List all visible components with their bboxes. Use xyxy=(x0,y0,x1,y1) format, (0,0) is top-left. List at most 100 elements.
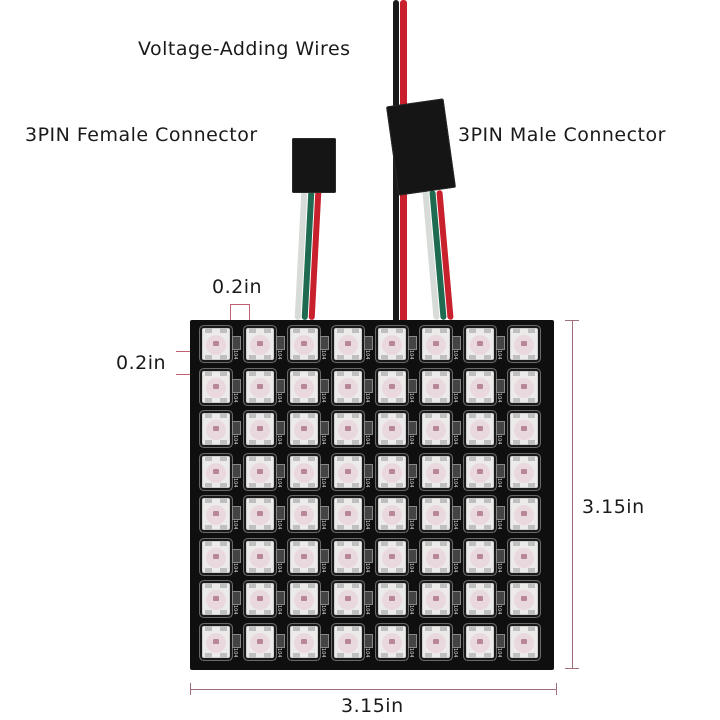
capacitor-marking: 104 xyxy=(452,477,458,488)
led-chip xyxy=(378,583,406,615)
capacitor-marking: 104 xyxy=(452,392,458,403)
capacitor-marking: 104 xyxy=(232,392,238,403)
height-dimension-cap-top xyxy=(565,320,579,321)
capacitor xyxy=(320,548,329,563)
led-chip xyxy=(202,370,230,403)
capacitor-marking: 104 xyxy=(232,605,238,615)
led-chip xyxy=(334,583,362,615)
capacitor xyxy=(276,633,285,648)
led-cell: 104 xyxy=(462,326,506,369)
led-chip xyxy=(290,370,318,403)
capacitor-marking: 104 xyxy=(408,562,414,573)
capacitor-marking: 104 xyxy=(276,435,282,445)
capacitor xyxy=(408,591,417,605)
led-chip xyxy=(246,328,274,360)
capacitor xyxy=(232,463,241,478)
led-chip xyxy=(378,498,406,530)
led-cell: 104 xyxy=(462,496,506,539)
led-chip xyxy=(290,540,318,573)
capacitor xyxy=(408,378,417,393)
led-cell: 104 xyxy=(330,411,374,454)
capacitor xyxy=(320,378,329,393)
led-chip xyxy=(466,413,494,445)
led-cell: 104 xyxy=(198,496,242,539)
led-cell: 104 xyxy=(286,369,330,412)
led-chip xyxy=(466,370,494,403)
capacitor xyxy=(364,463,373,478)
capacitor-marking: 104 xyxy=(452,605,458,615)
led-chip xyxy=(246,413,274,445)
led-cell: 104 xyxy=(198,581,242,624)
led-chip xyxy=(246,625,274,658)
capacitor xyxy=(232,548,241,563)
led-chip xyxy=(422,370,450,403)
led-chip xyxy=(466,455,494,488)
capacitor-marking: 104 xyxy=(496,562,502,573)
led-cell: 104 xyxy=(374,454,418,497)
capacitor xyxy=(408,548,417,563)
capacitor-marking: 104 xyxy=(320,477,326,488)
led-chip xyxy=(290,625,318,658)
led-cell: 104 xyxy=(242,411,286,454)
led-chip xyxy=(334,498,362,530)
led-cell xyxy=(506,581,550,624)
height-label: 3.15in xyxy=(582,496,645,518)
led-chip xyxy=(378,370,406,403)
capacitor-marking: 104 xyxy=(232,520,238,530)
capacitor-marking: 104 xyxy=(276,350,282,360)
led-chip xyxy=(202,413,230,445)
capacitor xyxy=(408,421,417,435)
led-chip xyxy=(466,328,494,360)
capacitor-marking: 104 xyxy=(232,562,238,573)
capacitor-marking: 104 xyxy=(408,605,414,615)
capacitor-marking: 104 xyxy=(496,605,502,615)
capacitor xyxy=(408,463,417,478)
pitch-vertical-label: 0.2in xyxy=(116,352,167,374)
capacitor xyxy=(232,506,241,520)
capacitor-marking: 104 xyxy=(496,350,502,360)
led-cell: 104 xyxy=(330,539,374,582)
led-chip xyxy=(422,413,450,445)
female-connector-label: 3PIN Female Connector xyxy=(25,124,258,146)
capacitor xyxy=(320,506,329,520)
height-dimension-line xyxy=(572,320,573,668)
led-cell: 104 xyxy=(198,326,242,369)
led-chip xyxy=(202,498,230,530)
capacitor xyxy=(452,463,461,478)
capacitor xyxy=(496,421,505,435)
led-cell: 104 xyxy=(418,539,462,582)
led-chip xyxy=(334,328,362,360)
led-cell: 104 xyxy=(330,454,374,497)
led-chip xyxy=(510,455,538,488)
capacitor-marking: 104 xyxy=(320,392,326,403)
led-cell: 104 xyxy=(418,624,462,667)
led-cell: 104 xyxy=(418,581,462,624)
led-chip xyxy=(510,328,538,360)
capacitor-marking: 104 xyxy=(408,435,414,445)
led-cell: 104 xyxy=(374,581,418,624)
led-chip xyxy=(334,540,362,573)
width-dimension-line xyxy=(190,689,556,690)
led-cell: 104 xyxy=(198,454,242,497)
capacitor xyxy=(232,378,241,393)
capacitor-marking: 104 xyxy=(320,435,326,445)
capacitor xyxy=(320,591,329,605)
capacitor xyxy=(496,336,505,350)
height-dimension-cap-bottom xyxy=(565,668,579,669)
capacitor xyxy=(276,548,285,563)
led-chip xyxy=(466,540,494,573)
led-chip xyxy=(466,583,494,615)
capacitor xyxy=(496,633,505,648)
led-chip xyxy=(510,370,538,403)
capacitor-marking: 104 xyxy=(232,477,238,488)
capacitor xyxy=(364,421,373,435)
capacitor xyxy=(232,633,241,648)
led-chip xyxy=(202,583,230,615)
capacitor xyxy=(452,633,461,648)
led-chip xyxy=(510,625,538,658)
capacitor-marking: 104 xyxy=(320,562,326,573)
led-cell: 104 xyxy=(242,539,286,582)
led-chip xyxy=(378,328,406,360)
capacitor xyxy=(276,506,285,520)
male-connector xyxy=(386,98,456,196)
